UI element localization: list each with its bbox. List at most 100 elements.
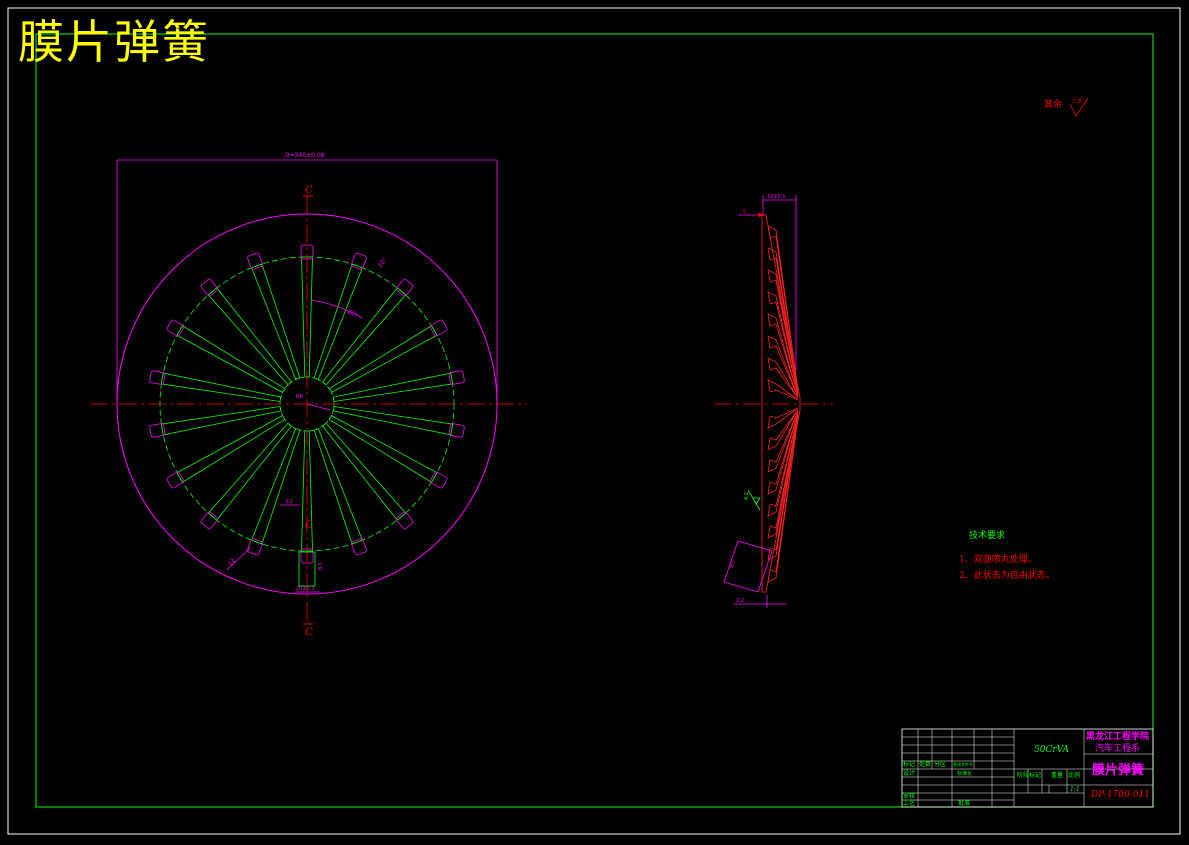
inner-frame xyxy=(35,33,1154,808)
side-arrow-top xyxy=(758,213,765,217)
drawing-title: 膜片弹簧 xyxy=(18,15,210,69)
tb-weight-label: 重量 xyxy=(1051,771,1063,779)
tb-zone-label: 分区 xyxy=(934,760,946,768)
dim-center-text: R8 xyxy=(296,394,303,400)
finger-slot xyxy=(301,256,313,378)
spoke-group xyxy=(160,256,454,552)
side-dim-bottom-text: 2.2 xyxy=(736,598,744,604)
slot-tab xyxy=(351,252,367,270)
side-section-view: 12±0.1 6 4.2 R3 2.2 xyxy=(714,194,833,608)
dim-slot-text: 20° xyxy=(377,256,389,269)
section-marker-bottom: C xyxy=(305,627,313,638)
tb-count-label: 处数 xyxy=(919,760,931,768)
tb-school: 黑龙江工程学院 xyxy=(1086,730,1149,742)
side-finger xyxy=(767,418,799,583)
slot-tab xyxy=(396,511,414,530)
slot-tab xyxy=(149,423,166,438)
finger-slot xyxy=(176,325,286,393)
tb-design-label: 设计 xyxy=(903,769,915,777)
finger-slot xyxy=(301,430,313,552)
slot-tab xyxy=(429,471,448,489)
slot-tab xyxy=(200,511,218,530)
slot-tab xyxy=(149,370,166,385)
side-finger xyxy=(767,379,799,401)
tb-department: 汽车工程系 xyxy=(1095,742,1140,754)
dim-angle-text: 20° xyxy=(346,308,359,319)
slot-tab xyxy=(429,319,448,337)
side-dim-top-text: 12±0.1 xyxy=(767,194,786,200)
side-finger xyxy=(767,409,799,451)
side-finger xyxy=(767,269,799,393)
side-finger xyxy=(767,335,799,398)
bottom-slot xyxy=(298,551,316,587)
tb-stage-label: 阶段标记 xyxy=(1017,771,1041,779)
dim-slot-width-text: 3.2 xyxy=(285,499,293,505)
side-box-detail xyxy=(723,540,773,593)
section-marker-top: C xyxy=(305,185,313,196)
finger-slot xyxy=(322,287,407,386)
tb-approve-label: 批准 xyxy=(958,799,970,807)
surface-finish-value: 1.6 xyxy=(1072,98,1082,105)
finger-slot xyxy=(328,415,438,483)
side-finger xyxy=(767,313,799,396)
tb-review-label: 审核 xyxy=(903,792,915,800)
finger-slot xyxy=(251,428,301,545)
slot-tab xyxy=(200,278,218,297)
dim-center-leader xyxy=(306,403,331,411)
tb-material: 50CrVA xyxy=(1034,745,1070,755)
side-finger xyxy=(767,291,799,395)
finger-slot xyxy=(207,287,292,386)
dim-tab-text: 8.5 xyxy=(318,562,324,570)
finger-slot xyxy=(176,415,286,483)
tb-process-label: 工艺 xyxy=(903,799,915,807)
slot-tab xyxy=(448,423,465,438)
side-finger xyxy=(767,413,799,517)
tb-mark-label: 标记 xyxy=(903,760,915,768)
slot-tab xyxy=(448,370,465,385)
side-box-text: R3 xyxy=(729,561,737,569)
finger-slot xyxy=(313,263,363,380)
side-dim-mid-mark xyxy=(752,497,761,505)
dim-notch-leader xyxy=(226,547,251,571)
front-view: D=340±0.08 C C C 20° 20° R8 xyxy=(90,152,527,638)
tb-standardize-label: 标准化 xyxy=(957,770,972,777)
finger-slot xyxy=(332,372,454,402)
dim-outer-text: D=340±0.08 xyxy=(285,152,325,159)
tab-group xyxy=(149,244,465,564)
slot-tab xyxy=(166,471,185,489)
tb-frame xyxy=(901,728,1154,808)
side-profile-outline xyxy=(761,214,801,593)
side-finger xyxy=(767,357,799,399)
finger-slot xyxy=(322,422,407,521)
side-finger xyxy=(767,225,799,390)
outer-border xyxy=(7,7,1181,835)
title-block: 标记 处数 分区 更改文件号 设计 标准化 审核 工艺 批准 阶段标记 重量 比… xyxy=(901,728,1154,808)
side-dim-mid-text: 4.2 xyxy=(744,492,750,500)
tb-drawing-number: DP-1700-011 xyxy=(1090,790,1150,800)
slot-tab xyxy=(166,319,185,337)
finger-slot xyxy=(160,372,282,402)
finger-slot xyxy=(313,428,363,545)
notes-item-1: 1、双面喷丸处理。 xyxy=(959,553,1037,565)
tb-scale-label: 比例 xyxy=(1068,771,1080,779)
section-marker-mid: C xyxy=(305,520,313,531)
notes-heading: 技术要求 xyxy=(969,529,1005,541)
finger-slot xyxy=(207,422,292,521)
dim-angle-arc xyxy=(311,299,363,319)
side-finger xyxy=(767,415,799,539)
finger-slot xyxy=(251,263,301,380)
tb-change-label: 更改文件号 xyxy=(953,761,973,767)
slot-tab xyxy=(396,278,414,297)
notes-item-2: 2、此状态为自由状态。 xyxy=(959,569,1055,581)
slot-tab xyxy=(247,538,263,556)
tb-left-grid xyxy=(902,729,1153,807)
surface-finish-note: 其余 xyxy=(1044,98,1062,110)
dim-notch-text: 12 xyxy=(226,557,236,567)
side-finger xyxy=(767,247,799,392)
surface-finish-symbol xyxy=(1069,97,1089,117)
dim-bottom-text: 20±0.3 xyxy=(296,586,315,592)
side-finger xyxy=(767,412,799,495)
finger-slot xyxy=(160,406,282,436)
